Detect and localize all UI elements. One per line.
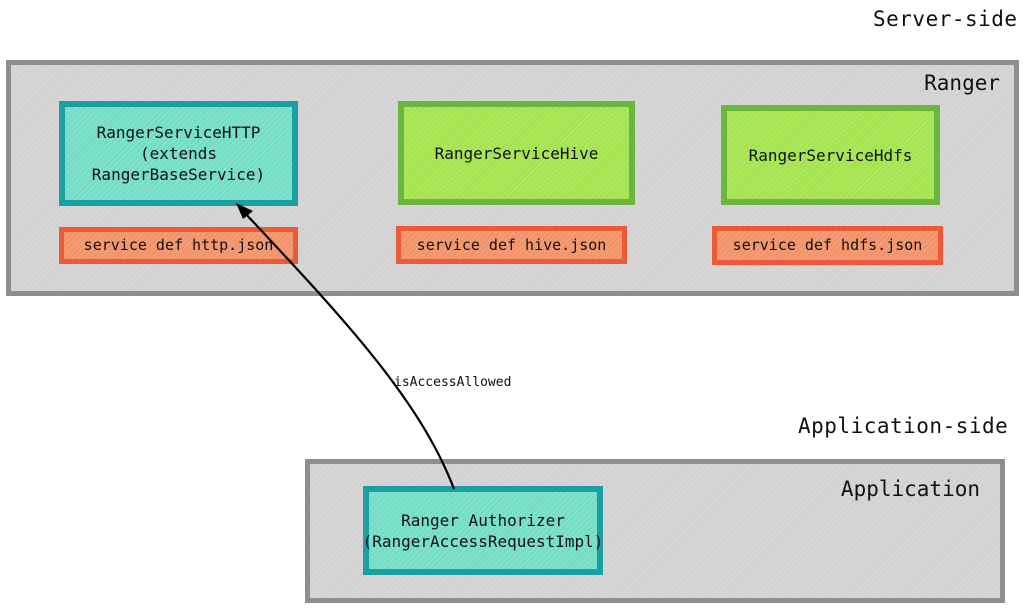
edge-label-is-access-allowed: isAccessAllowed [394, 375, 512, 390]
application-title: Application [840, 477, 980, 501]
application-side-label: Application-side [798, 414, 1009, 438]
service-def-hive: service def hive.json [396, 226, 627, 264]
service-def-http: service def http.json [59, 227, 298, 264]
ranger-title: Ranger [924, 71, 1000, 95]
service-box-hdfs: RangerServiceHdfs [721, 105, 940, 205]
arrow-head [236, 203, 253, 219]
server-side-label: Server-side [873, 7, 1018, 31]
service-def-hdfs: service def hdfs.json [712, 226, 943, 265]
service-box-http: RangerServiceHTTP (extends RangerBaseSer… [59, 101, 298, 206]
service-box-hive: RangerServiceHive [398, 101, 635, 205]
application-container: Application [305, 459, 1005, 603]
ranger-authorizer-box: Ranger Authorizer (RangerAccessRequestIm… [363, 486, 603, 575]
is-access-allowed-arrow [243, 211, 456, 490]
